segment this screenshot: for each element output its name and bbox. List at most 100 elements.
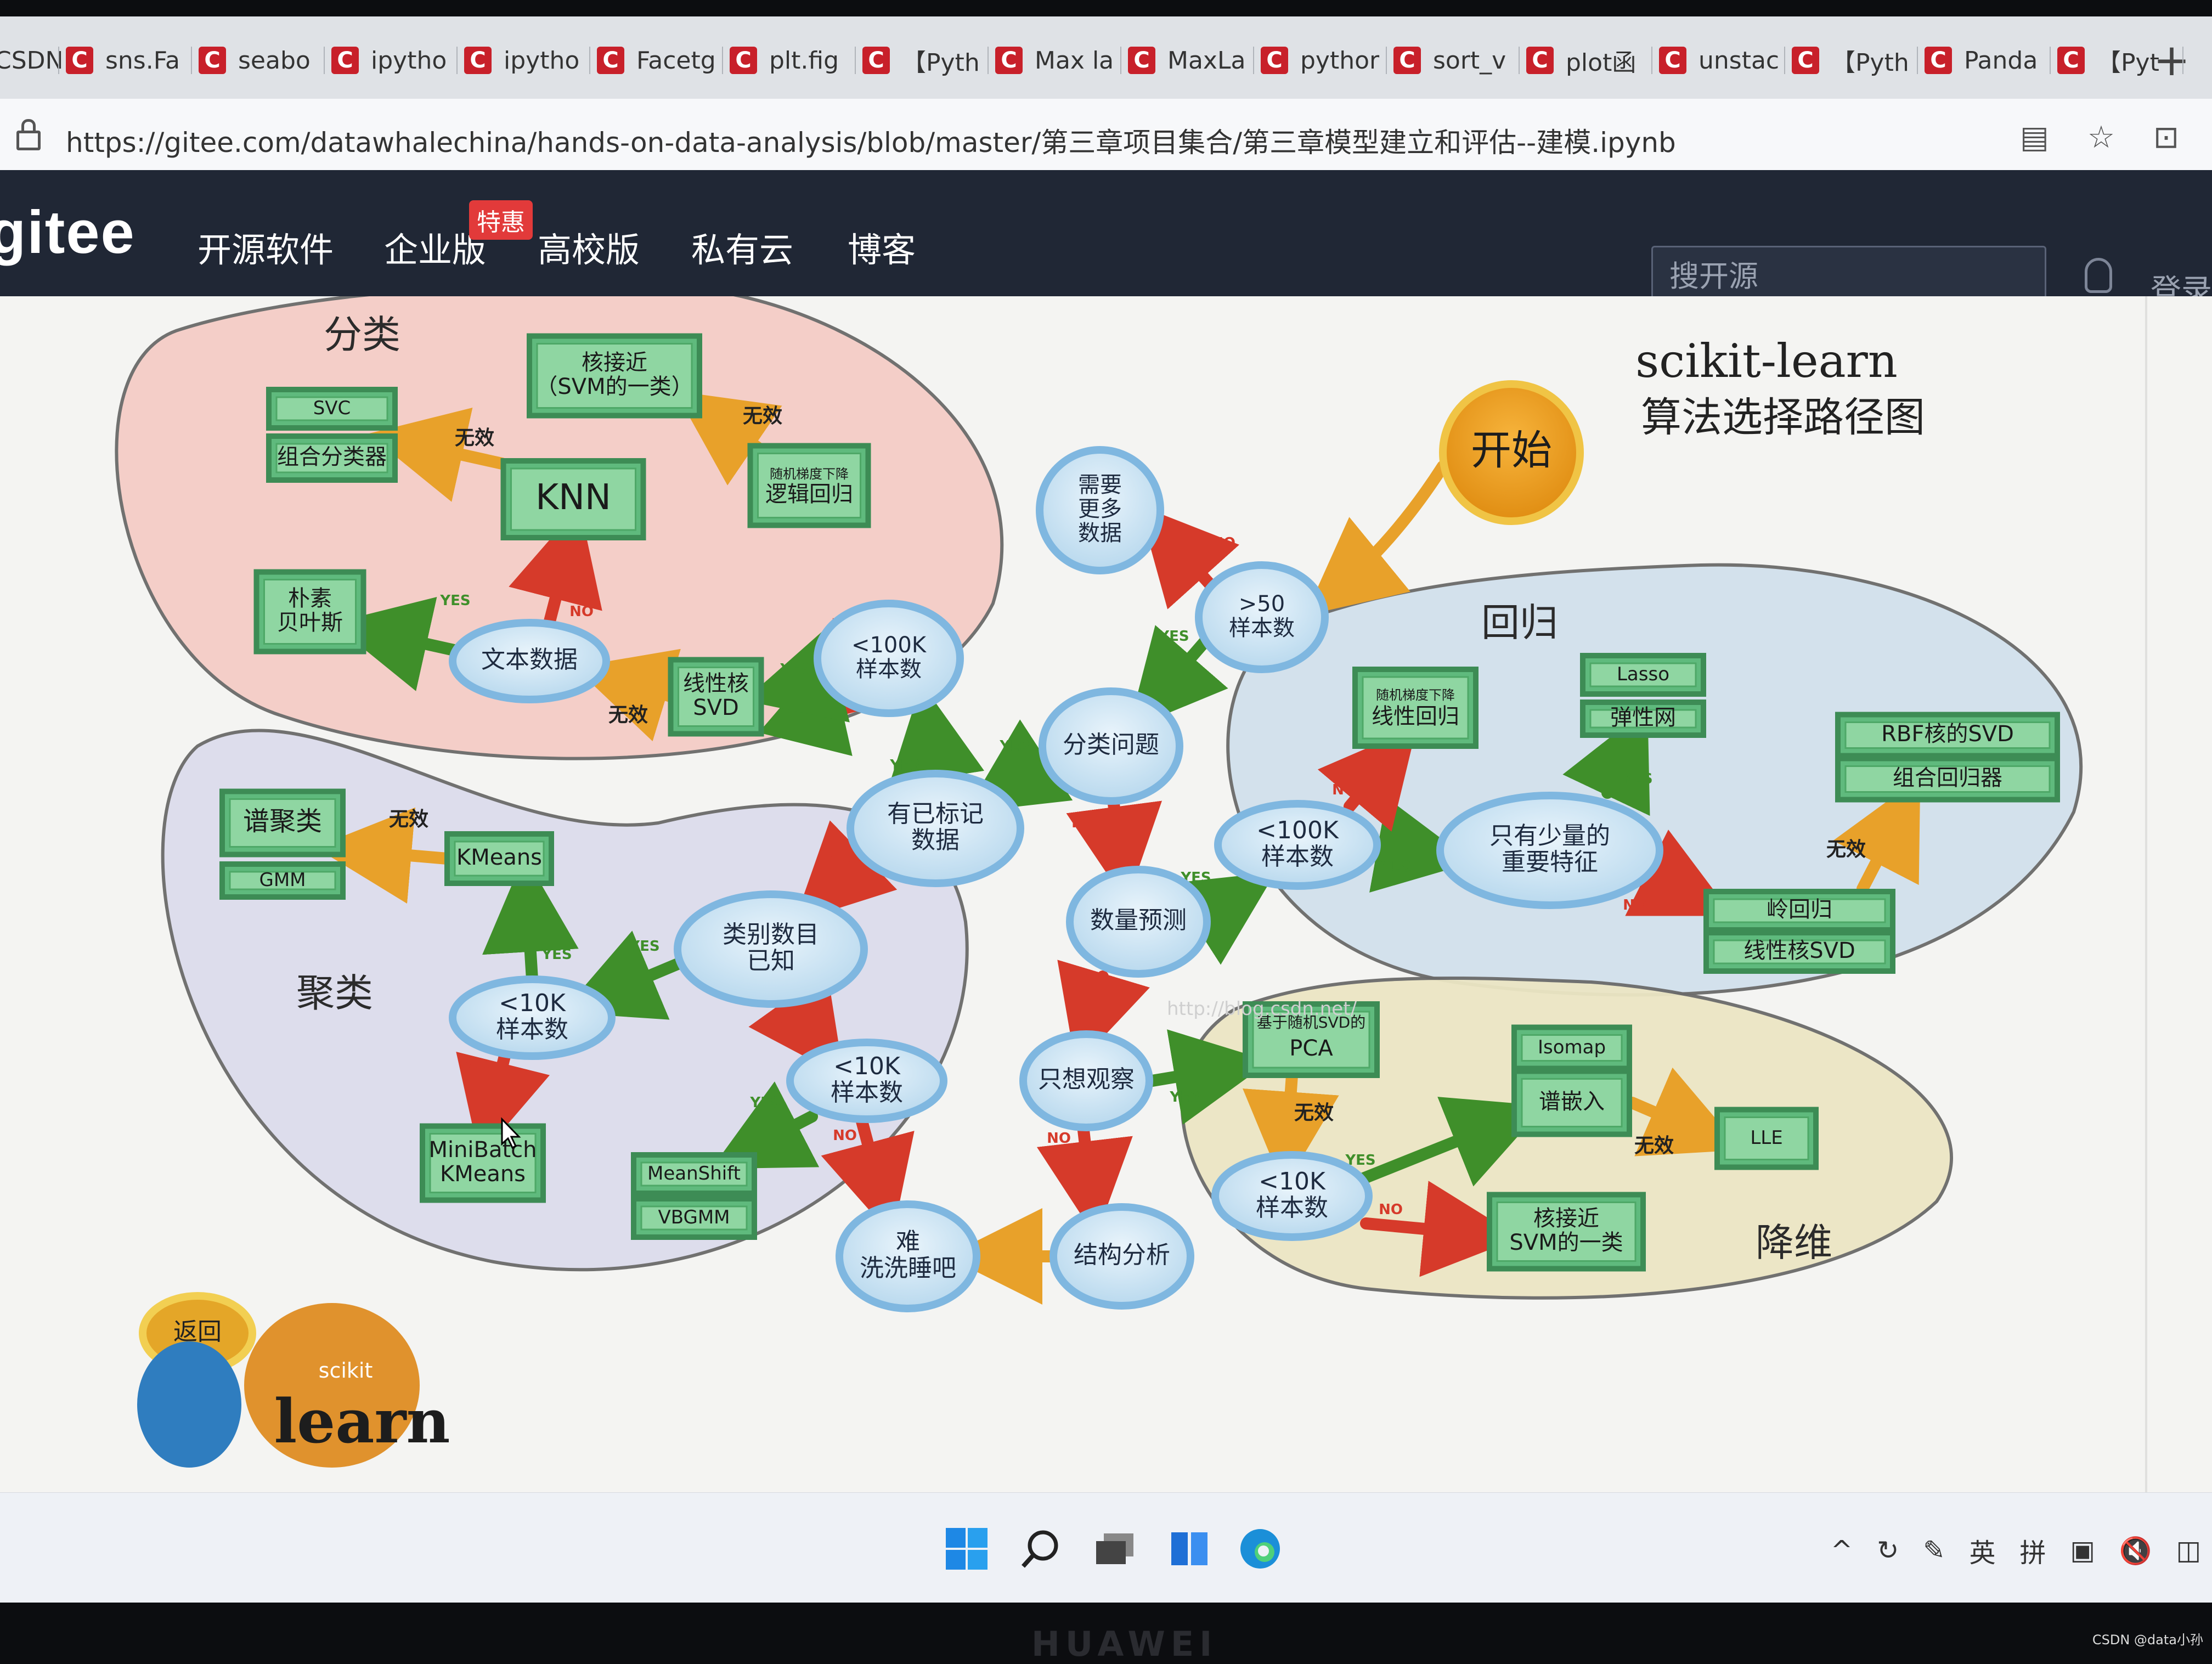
edge-label-yes-line: YES (439, 593, 470, 609)
tab-separator (456, 47, 458, 74)
flow-arrow-26 (821, 1113, 915, 1237)
tab-separator (2050, 47, 2051, 74)
tab-separator (1784, 47, 1785, 74)
nav-private-cloud[interactable]: 私有云 (691, 230, 794, 270)
start-label: 开始 (1471, 427, 1552, 474)
estimator-label-randomized-pca: PCA (1289, 1036, 1333, 1061)
tab-label: pythor (1300, 46, 1380, 75)
edge-label-no-eff-line: 无效 (608, 704, 648, 726)
tray-overflow-icon[interactable]: ^ (1830, 1535, 1853, 1566)
widgets-icon[interactable] (1166, 1526, 1212, 1572)
collections-icon[interactable]: ⊡ (2153, 120, 2179, 155)
favorite-add-icon[interactable]: ☆ (2087, 120, 2115, 155)
decision-label-labeled-line: 有已标记 (887, 800, 984, 828)
edge-label-no: NO (1211, 535, 1235, 551)
volume-muted-icon[interactable]: 🔇 (2119, 1535, 2152, 1566)
windows-start-icon[interactable] (944, 1526, 990, 1572)
flow-arrow-15 (332, 596, 472, 691)
lightbulb-icon[interactable] (2085, 258, 2112, 293)
gitee-logo[interactable]: gitee (0, 199, 136, 266)
estimator-box-inner (1724, 1116, 1809, 1160)
tab-separator (1917, 47, 1918, 74)
edge-label-no: NO (1066, 968, 1090, 985)
sync-icon[interactable]: ↻ (1877, 1535, 1899, 1566)
tab-label: 【Pyth (1831, 49, 1909, 77)
estimator-box-inner (640, 1161, 748, 1187)
ime-pinyin[interactable]: 拼 (2019, 1538, 2046, 1569)
lock-icon[interactable] (16, 119, 41, 150)
display-icon[interactable]: ◫ (2176, 1535, 2201, 1566)
search-input[interactable]: 搜开源 (1651, 246, 2046, 303)
estimator-label-sgd-cls-line: 逻辑回归 (765, 482, 853, 507)
browser-tab[interactable]: C【Pyth (1792, 38, 1914, 82)
estimator-label-lasso: Lasso (1617, 663, 1669, 685)
estimator-box-inner (1589, 662, 1697, 687)
csdn-favicon-icon: C (331, 47, 359, 74)
edge-label-no-line: NO (569, 603, 594, 620)
new-tab-button[interactable]: + (2153, 35, 2190, 86)
nav-education[interactable]: 高校版 (538, 230, 640, 270)
flow-arrow-21 (748, 971, 844, 1078)
edge-label-no-eff-line: 无效 (743, 405, 782, 427)
tab-label: 【Pyt (2097, 49, 2159, 77)
edge-browser-icon[interactable] (1237, 1526, 1283, 1572)
csdn-favicon-icon: C (862, 47, 890, 74)
nav-blog[interactable]: 博客 (848, 230, 916, 270)
decision-node-lt100k-reg (1214, 800, 1381, 890)
decision-node-just-look (1019, 1030, 1153, 1131)
csdn-favicon-icon: C (1526, 47, 1554, 74)
decision-label-few-features-line: 重要特征 (1502, 848, 1598, 876)
decision-label-lt10k-clu1-line: <10K (499, 989, 566, 1017)
edge-label-no-line: NO (1623, 897, 1647, 913)
estimator-label-gmm-line: GMM (259, 869, 306, 891)
flow-arrow-7 (1057, 960, 1150, 1067)
tab-label: sns.Fa (105, 46, 180, 75)
browser-tab[interactable]: C【Pyt (2057, 38, 2179, 82)
edge-label-no: NO (462, 1056, 487, 1073)
estimator-box-inner (510, 467, 636, 531)
nav-open-source[interactable]: 开源软件 (198, 230, 334, 270)
ime-english[interactable]: 英 (1969, 1538, 1996, 1569)
decision-label-tough-luck: 难洗洗睡吧 (860, 1228, 956, 1282)
edge-label-no-line: NO (1211, 535, 1235, 551)
decision-label-more-data-line: 数据 (1078, 521, 1122, 546)
tab-separator (722, 47, 723, 74)
flow-arrow-25 (711, 1081, 820, 1169)
estimator-box-inner (1844, 765, 2051, 793)
browser-tab[interactable]: CSDN (0, 38, 66, 82)
estimator-label-naive-bayes: 朴素贝叶斯 (277, 586, 343, 635)
decision-label-tough-luck-line: 难 (896, 1228, 920, 1256)
edge-label-yes-line: YES (1169, 1089, 1200, 1105)
task-view-icon[interactable] (1092, 1526, 1138, 1572)
estimator-label-kernel-approx-dim-line: 核接近 (1533, 1206, 1599, 1231)
browser-tab[interactable]: C【Pyth (862, 38, 984, 82)
estimator-box-inner (454, 841, 545, 877)
decision-label-quantity: 数量预测 (1090, 906, 1187, 934)
edge-label-yes: YES (780, 661, 810, 678)
reader-view-icon[interactable]: ▤ (2019, 120, 2049, 155)
search-icon[interactable] (1018, 1526, 1064, 1572)
address-bar-actions: ▤ ☆ ⊡ (2020, 120, 2179, 155)
edge-label-yes: YES (439, 593, 470, 609)
gitee-navbar: gitee 开源软件 企业版 特惠 高校版 私有云 博客 搜开源 登录 (0, 170, 2212, 309)
decision-label-structure: 结构分析 (1074, 1241, 1170, 1269)
url-field[interactable]: https://gitee.com/datawhalechina/hands-o… (66, 127, 1676, 159)
decision-label-lt100k-cls-line: 样本数 (856, 657, 922, 682)
watermark: http://blog.csdn.net/ (1167, 998, 1357, 1020)
pen-icon[interactable]: ✎ (1923, 1535, 1945, 1566)
network-icon[interactable]: ▣ (2070, 1535, 2095, 1566)
